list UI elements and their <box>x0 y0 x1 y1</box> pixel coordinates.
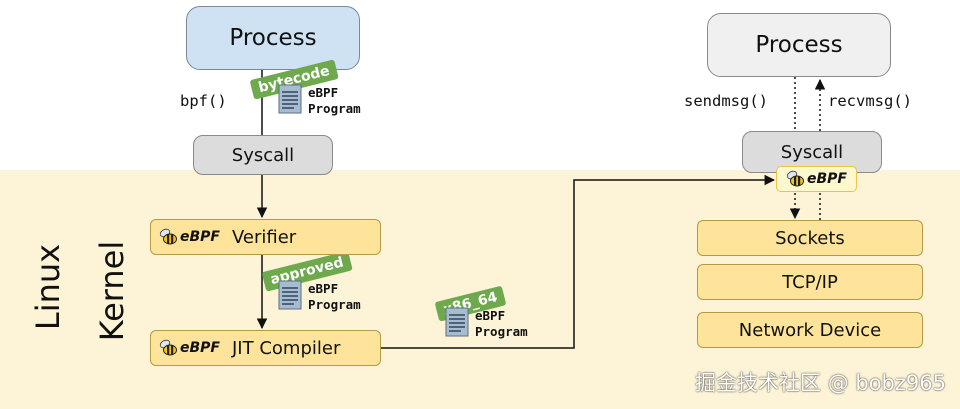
ebpf-hook-badge: eBPF <box>776 166 857 192</box>
network-device-box: Network Device <box>697 312 923 348</box>
sockets-box: Sockets <box>697 220 923 256</box>
process-left-label: Process <box>229 25 317 51</box>
document-icon <box>278 280 302 310</box>
network-device-label: Network Device <box>738 319 882 341</box>
syscall-left-label: Syscall <box>231 144 295 166</box>
linux-label: Linux <box>29 243 67 331</box>
verifier-box: eBPF Verifier <box>150 219 381 255</box>
bee-icon <box>786 170 804 187</box>
ebpf-logo: eBPF <box>159 227 220 247</box>
sockets-label: Sockets <box>775 227 845 249</box>
jit-label: JIT Compiler <box>232 337 341 359</box>
arrow-jit-to-ebpf-hook <box>381 174 776 349</box>
recvmsg-label: recvmsg() <box>828 92 912 110</box>
bee-icon <box>159 228 177 245</box>
ebpf-logo: eBPF <box>786 169 847 189</box>
kernel-label: Kernel <box>93 240 131 342</box>
bpf-call-label: bpf() <box>180 92 227 110</box>
tcpip-box: TCP/IP <box>697 264 923 300</box>
bee-icon <box>159 339 177 356</box>
process-right: Process <box>707 13 891 77</box>
sendmsg-label: sendmsg() <box>684 92 768 110</box>
jit-compiler-box: eBPF JIT Compiler <box>150 330 381 366</box>
ebpf-logo: eBPF <box>159 338 220 358</box>
process-right-label: Process <box>755 32 843 58</box>
document-icon <box>445 307 469 337</box>
syscall-right-label: Syscall <box>780 142 844 163</box>
syscall-left: Syscall <box>193 135 333 175</box>
document-icon <box>278 84 302 114</box>
tcpip-label: TCP/IP <box>782 271 838 293</box>
watermark: 掘金技术社区 @ bobz965 <box>695 371 946 395</box>
verifier-label: Verifier <box>232 226 297 248</box>
linux-kernel-label: Linux Kernel <box>14 228 144 342</box>
